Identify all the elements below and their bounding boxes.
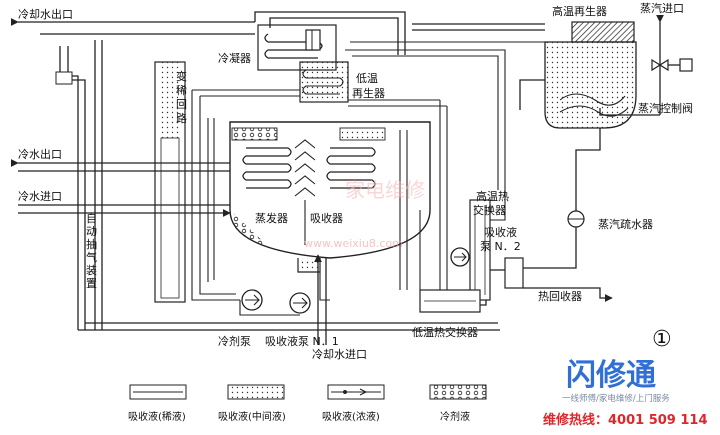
label-chilled-water-out: 冷水出口 xyxy=(18,147,62,161)
purge-ch-1: 自 xyxy=(86,212,97,225)
purge-ch-4: 气 xyxy=(86,250,97,264)
label-steam-trap: 蒸汽疏水器 xyxy=(598,217,653,231)
label-dilution-circuit: 变 稀 回 路 xyxy=(176,69,191,125)
label-absorber-pump-2-a: 吸收液 xyxy=(484,225,517,239)
main-shell xyxy=(229,121,431,273)
steam-trap xyxy=(519,79,601,269)
label-chilled-water-in: 冷水进口 xyxy=(18,190,62,203)
label-low-temp-generator-1: 低温 xyxy=(356,72,378,85)
purge-ch-6: 置 xyxy=(86,277,97,290)
label-refrigerant-pump: 冷剂泵 xyxy=(218,334,251,348)
dilution-ch-4: 路 xyxy=(176,112,187,125)
label-absorber: 吸收器 xyxy=(310,211,343,225)
steam-control-valve xyxy=(599,14,693,116)
label-low-temp-hx: 低温热交换器 xyxy=(412,325,478,339)
low-temp-generator xyxy=(299,61,349,103)
legend: 吸收液(稀液) 吸收液(中间液) 吸收液(浓液) 冷剂液 xyxy=(128,384,487,423)
purge-ch-3: 抽 xyxy=(86,237,97,251)
label-absorber-pump-2-b: 泵 N．2 xyxy=(480,240,521,253)
brand-watermark: 闪修通 一线师傅/家电维修/上门服务 维修热线：4001 509 114 xyxy=(543,358,708,428)
legend-label-refrigerant: 冷剂液 xyxy=(440,410,470,423)
label-steam-inlet: 蒸汽进口 xyxy=(640,1,684,15)
brand-hotline: 维修热线：4001 509 114 xyxy=(543,412,708,428)
cooling-water-inlet-pipe xyxy=(314,254,327,345)
middle-piping xyxy=(191,89,448,316)
brand-tagline: 一线师傅/家电维修/上门服务 xyxy=(562,393,670,404)
label-high-temp-generator: 高温再生器 xyxy=(552,4,607,18)
dilution-ch-1: 变 xyxy=(176,69,187,83)
label-cooling-water-out: 冷却水出口 xyxy=(18,7,73,21)
absorber-pump-2 xyxy=(450,247,470,267)
brand-name: 闪修通 xyxy=(566,358,656,393)
label-evaporator: 蒸发器 xyxy=(255,211,288,225)
purge-ch-2: 动 xyxy=(86,225,97,238)
label-high-temp-hx-2: 交换器 xyxy=(473,203,506,217)
legend-swatch-intermediate xyxy=(227,384,285,400)
dilution-ch-2: 稀 xyxy=(176,84,187,97)
high-temp-generator xyxy=(544,21,637,129)
watermark-url: www.weixiu8.com xyxy=(304,237,403,250)
label-heat-recovery: 热回收器 xyxy=(538,289,582,303)
label-low-temp-generator-2: 再生器 xyxy=(352,86,385,100)
dilution-ch-3: 回 xyxy=(176,98,187,111)
refrigerant-pump xyxy=(241,289,263,311)
left-water-lines xyxy=(10,46,500,331)
label-high-temp-hx-1: 高温热 xyxy=(476,189,509,203)
label-steam-control-valve: 蒸汽控制阀 xyxy=(638,101,693,115)
legend-swatch-concentrated-dot xyxy=(343,390,347,394)
top-piping xyxy=(10,11,560,330)
legend-swatch-refrigerant xyxy=(429,384,487,400)
label-condenser: 冷凝器 xyxy=(218,51,251,65)
purge-ch-5: 装 xyxy=(86,264,97,277)
legend-label-dilute: 吸收液(稀液) xyxy=(128,410,186,423)
legend-label-intermediate: 吸收液(中间液) xyxy=(218,410,286,423)
figure-number: ① xyxy=(652,327,672,352)
legend-label-concentrated: 吸收液(浓液) xyxy=(322,410,380,423)
legend-swatch-concentrated-arrow xyxy=(359,388,368,396)
low-temp-heat-exchanger xyxy=(419,289,481,313)
watermark-faint-text: 家电维修 xyxy=(345,178,425,202)
label-absorber-pump-1: 吸收液泵 N．1 xyxy=(265,334,339,348)
label-cooling-water-in: 冷却水进口 xyxy=(312,348,367,361)
condenser-coil xyxy=(257,24,337,71)
dilution-circuit xyxy=(154,61,186,303)
absorber-pump-1 xyxy=(289,292,311,314)
label-auto-purge: 自 动 抽 气 装 置 xyxy=(86,212,101,290)
